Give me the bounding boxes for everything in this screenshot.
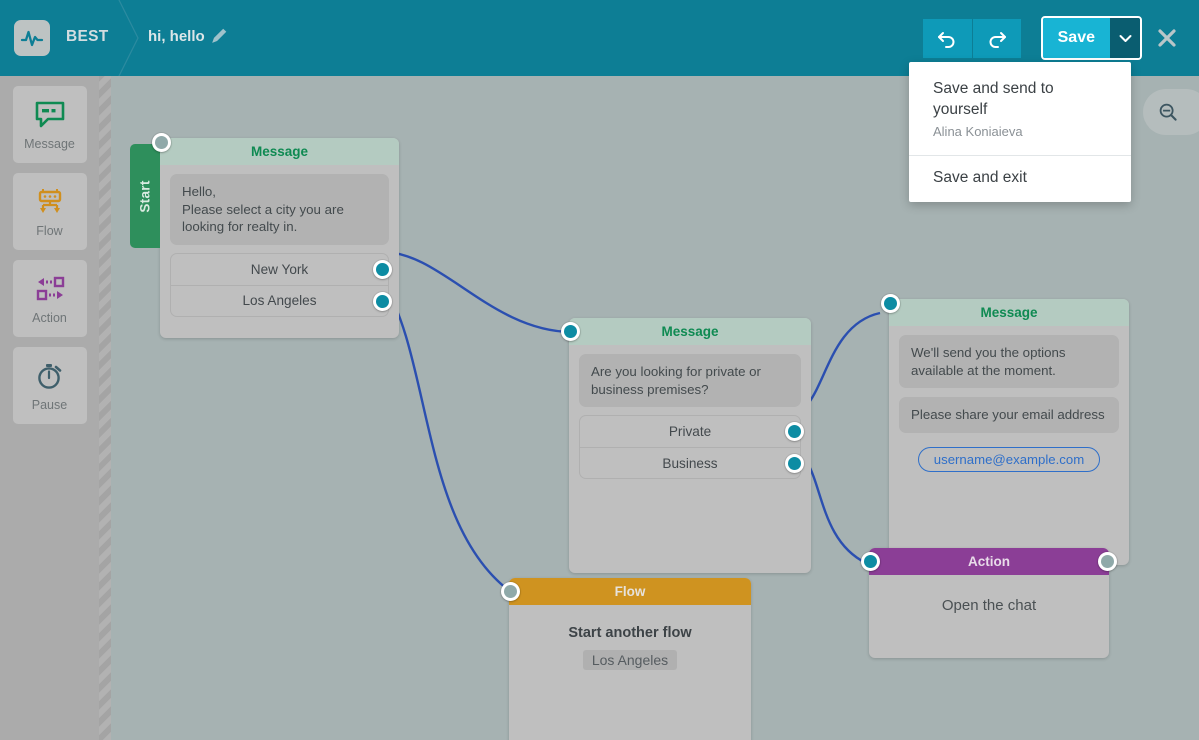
breadcrumb-separator [114, 0, 150, 76]
menu-divider [909, 155, 1131, 156]
node-flow[interactable]: Flow Start another flow Los Angeles [501, 578, 751, 740]
option-group: Private Business [579, 415, 804, 479]
app-logo[interactable] [14, 20, 50, 56]
node-premises-message[interactable]: Message Are you looking for private or b… [561, 318, 811, 573]
option-output-dot[interactable] [373, 291, 392, 311]
node-header-message: Message [569, 318, 811, 345]
zoom-out-button[interactable] [1143, 89, 1199, 135]
node-action[interactable]: Action Open the chat [861, 548, 1117, 658]
node-email-message[interactable]: Message We'll send you the options avail… [881, 294, 1129, 565]
robot-flow-icon [34, 185, 66, 219]
flow-target-tag: Los Angeles [582, 650, 678, 670]
option-private[interactable]: Private [580, 416, 804, 447]
message-bubble: Hello, Please select a city you are look… [170, 174, 389, 245]
option-output-dot[interactable] [785, 422, 804, 441]
node-input-dot[interactable] [881, 294, 900, 313]
close-button[interactable] [1151, 22, 1183, 54]
message-bubble: We'll send you the options available at … [899, 335, 1119, 388]
node-start-message[interactable]: Start Message Hello, Please select a cit… [130, 133, 399, 338]
node-header-message: Message [889, 299, 1129, 326]
save-button-group: Save [1040, 16, 1142, 60]
option-new-york[interactable]: New York [171, 254, 392, 285]
node-header-flow: Flow [509, 578, 751, 605]
node-output-dot[interactable] [1098, 552, 1117, 571]
close-icon [1158, 29, 1176, 47]
undo-icon [938, 32, 955, 48]
action-swap-icon [34, 272, 66, 306]
connector-newyork [382, 250, 572, 334]
start-badge: Start [130, 144, 160, 248]
sidebar-item-action[interactable]: Action [12, 260, 87, 337]
node-header-message: Message [160, 138, 399, 165]
redo-icon [989, 32, 1006, 48]
sidebar-item-label: Action [32, 311, 67, 325]
menu-item-save-and-exit[interactable]: Save and exit [909, 159, 1131, 198]
option-business[interactable]: Business [580, 447, 804, 478]
header-toolbar: Save [921, 0, 1142, 76]
node-input-dot[interactable] [561, 322, 580, 341]
undo-button[interactable] [921, 17, 972, 59]
pulse-logo-icon [20, 30, 44, 47]
page-title: hi, hello [148, 28, 205, 45]
option-output-dot[interactable] [373, 259, 392, 279]
sidebar-item-flow[interactable]: Flow [12, 173, 87, 250]
node-input-dot[interactable] [501, 582, 520, 601]
save-dropdown-toggle[interactable] [1110, 18, 1140, 58]
sidebar-item-label: Flow [36, 224, 63, 238]
message-bubble-icon [34, 98, 66, 132]
option-los-angeles[interactable]: Los Angeles [171, 284, 392, 316]
stopwatch-icon [35, 359, 65, 393]
sidebar-item-pause[interactable]: Pause [12, 347, 87, 424]
message-bubble-secondary: Please share your email address [899, 397, 1119, 433]
canvas-edge-stripe [99, 76, 111, 740]
tool-sidebar: Message Flow [0, 76, 99, 740]
message-bubble: Are you looking for private or business … [579, 354, 801, 407]
save-button[interactable]: Save [1042, 18, 1110, 58]
connector-losangeles [381, 282, 512, 593]
option-group: New York Los Angeles [170, 252, 392, 317]
sidebar-item-label: Pause [31, 398, 68, 412]
save-dropdown-menu: Save and send to yourself Alina Koniaiev… [909, 62, 1131, 202]
email-input-pill[interactable]: username@example.com [918, 446, 1100, 472]
zoom-out-icon [1159, 103, 1177, 121]
menu-item-save-and-send[interactable]: Save and send to yourself Alina Koniaiev… [909, 70, 1131, 150]
brand-name[interactable]: BEST [66, 28, 109, 45]
node-input-dot[interactable] [861, 552, 880, 571]
action-title: Open the chat [941, 597, 1037, 614]
chevron-down-icon [1119, 34, 1131, 42]
node-header-action: Action [869, 548, 1109, 575]
flow-title: Start another flow [568, 625, 692, 641]
menu-item-label: Save and send to yourself [933, 80, 1054, 118]
app-header: BEST hi, hello [0, 0, 1199, 76]
menu-item-sublabel: Alina Koniaieva [933, 124, 1023, 139]
pencil-icon[interactable] [211, 27, 228, 44]
node-input-dot[interactable] [152, 133, 171, 152]
flow-tag-wrap: Los Angeles [509, 641, 751, 670]
redo-button[interactable] [971, 17, 1022, 59]
sidebar-item-message[interactable]: Message [12, 86, 87, 163]
menu-item-label: Save and exit [933, 169, 1027, 186]
option-output-dot[interactable] [785, 454, 804, 473]
sidebar-item-label: Message [24, 137, 75, 151]
